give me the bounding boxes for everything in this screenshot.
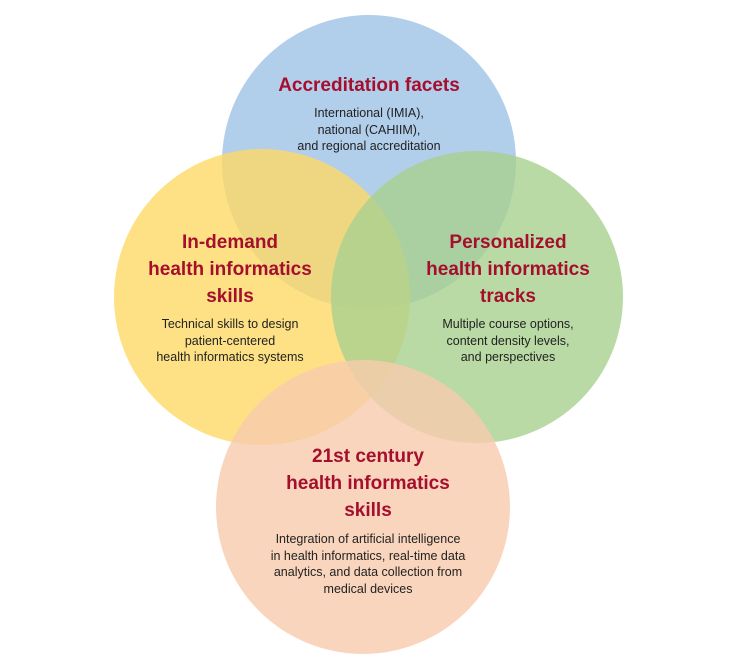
left-circle-title: In-demand health informatics skills [148,232,312,307]
right-circle-title: Personalized health informatics tracks [426,232,590,307]
right-circle-description: Multiple course options, content density… [442,317,574,364]
left-circle-text: In-demand health informatics skills Tech… [148,229,312,366]
bottom-circle-text: 21st century health informatics skills I… [271,443,466,597]
circle-21st-century-skills [216,360,510,654]
bottom-circle-title: 21st century health informatics skills [286,446,450,521]
top-circle-title: Accreditation facets [278,75,460,96]
bottom-circle-description: Integration of artificial intelligence i… [270,532,466,596]
top-circle-description: International (IMIA), national (CAHIIM),… [297,106,441,153]
left-circle-description: Technical skills to design patient-cente… [156,317,304,364]
top-circle-text: Accreditation facets International (IMIA… [278,72,460,155]
right-circle-text: Personalized health informatics tracks M… [426,229,590,366]
